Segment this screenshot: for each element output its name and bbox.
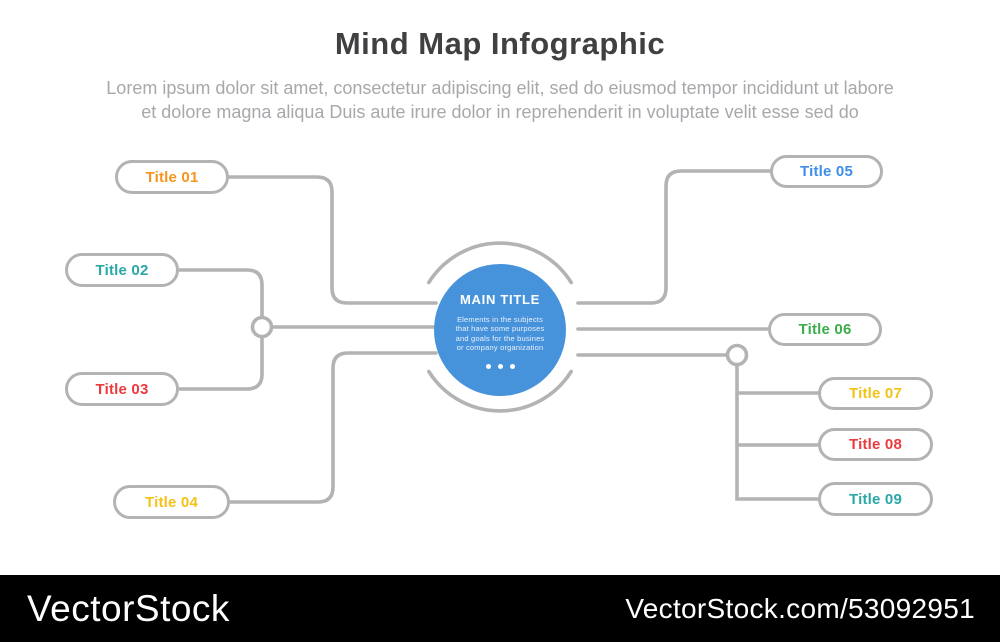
- node-title-06-label: Title 06: [798, 321, 852, 338]
- description-line: Elements in the subjects: [456, 314, 544, 324]
- watermark-bar: VectorStock VectorStock.com/53092951: [0, 575, 1000, 642]
- main-topic-title: MAIN TITLE: [460, 291, 540, 307]
- description-line: or company organization: [456, 343, 544, 352]
- node-title-08[interactable]: Title 08: [818, 428, 933, 461]
- node-title-07-label: Title 07: [848, 385, 903, 402]
- node-title-07[interactable]: Title 07: [818, 377, 933, 410]
- watermark-brand: VectorStock: [27, 587, 230, 629]
- node-title-02-label: Title 02: [95, 261, 149, 279]
- center-ring-bottom-arc: [427, 369, 573, 413]
- ellipsis-icon: [485, 363, 515, 369]
- node-title-05[interactable]: Title 05: [770, 155, 883, 188]
- watermark-url: VectorStock.com/53092951: [625, 592, 975, 624]
- connector-title-01: [227, 175, 438, 305]
- description-line: and goals for the busines: [455, 333, 545, 343]
- node-title-09[interactable]: Title 09: [818, 482, 933, 516]
- node-title-05-label: Title 05: [799, 163, 854, 180]
- right-junction-node: [725, 343, 749, 367]
- node-title-03[interactable]: Title 03: [65, 372, 179, 406]
- node-title-04-label: Title 04: [144, 493, 199, 511]
- page-title: Mind Map Infographic: [334, 26, 666, 61]
- connector-lines: [177, 169, 820, 504]
- connector-title-04: [228, 351, 438, 504]
- connector-title-03: [177, 336, 264, 391]
- connector-title-02: [177, 268, 264, 319]
- connector-title-09: [735, 363, 820, 501]
- center-ring-top-arc: [427, 241, 573, 285]
- node-title-02[interactable]: Title 02: [65, 253, 179, 287]
- node-title-08-label: Title 08: [848, 436, 903, 453]
- subtitle-line-2: et dolore magna aliqua Duis aute irure d…: [141, 102, 859, 122]
- node-title-06[interactable]: Title 06: [768, 313, 882, 346]
- description-line: that have some purposes: [455, 324, 545, 333]
- main-topic-description: Elements in the subjects that have some …: [456, 315, 545, 353]
- subtitle-line-1: Lorem ipsum dolor sit amet, consectetur …: [106, 78, 894, 98]
- left-junction-node: [250, 315, 274, 339]
- node-title-03-label: Title 03: [95, 380, 149, 398]
- main-topic-node[interactable]: MAIN TITLE Elements in the subjects that…: [434, 264, 566, 396]
- node-title-01[interactable]: Title 01: [115, 160, 229, 194]
- connector-title-05: [576, 169, 772, 305]
- node-title-04[interactable]: Title 04: [113, 485, 230, 519]
- mindmap-canvas: Mind Map Infographic Lorem ipsum dolor s…: [65, 26, 933, 519]
- node-title-09-label: Title 09: [848, 490, 903, 508]
- node-title-01-label: Title 01: [145, 168, 199, 186]
